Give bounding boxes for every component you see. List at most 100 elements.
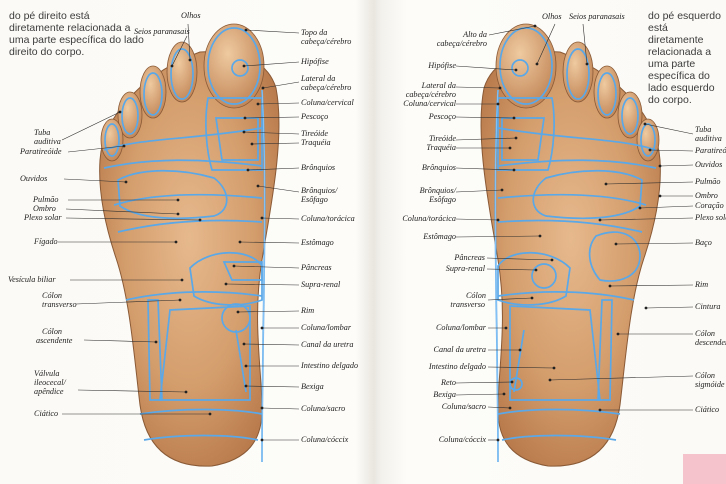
leader-dot xyxy=(535,269,538,272)
leader-dot xyxy=(659,195,662,198)
label-canal-uretra-right: Canal da uretra xyxy=(301,341,353,350)
label-bronquios-esofago-right-2: Esôfago xyxy=(301,196,328,205)
leader-dot xyxy=(261,327,264,330)
label-bexiga-left: Bexiga xyxy=(433,391,456,400)
leader-dot xyxy=(553,367,556,370)
leader-dot xyxy=(185,391,188,394)
label-pancreas-right: Pâncreas xyxy=(301,264,332,273)
label-reto-left: Reto xyxy=(441,379,456,388)
label-colon-sigmoide-left-2: sigmóide xyxy=(695,381,725,390)
leader-dot xyxy=(599,219,602,222)
leader-dot xyxy=(175,241,178,244)
leader-dot xyxy=(257,103,260,106)
label-coluna-coccix-left: Coluna/cóccix xyxy=(439,436,486,445)
label-supra-renal-left: Supra-renal xyxy=(446,265,485,274)
label-coluna-toracica-right: Coluna/torácica xyxy=(301,215,355,224)
leader-dot xyxy=(659,165,662,168)
label-coluna-cervical-left: Coluna/cervical xyxy=(403,100,456,109)
leader-dot xyxy=(539,235,542,238)
label-baco-left: Baço xyxy=(695,239,712,248)
label-olhos-right: Olhos xyxy=(181,12,201,21)
label-figado-right: Fígado xyxy=(34,238,58,247)
intro-text-right-foot: do pé direito está diretamente relaciona… xyxy=(9,10,144,58)
leader-dot xyxy=(177,199,180,202)
label-hipofise-right: Hipófise xyxy=(301,58,329,67)
label-paratireoide-right: Paratireóide xyxy=(20,148,62,157)
right-foot xyxy=(100,24,279,466)
leader-dot xyxy=(245,29,248,32)
label-coracao-left: Coração xyxy=(695,202,724,211)
label-coluna-sacro-left: Coluna/sacro xyxy=(442,403,486,412)
label-coluna-cervical-right: Coluna/cervical xyxy=(301,99,354,108)
label-ouvidos-right: Ouvidos xyxy=(20,175,47,184)
label-lateral-cabeca-right-2: cabeça/cérebro xyxy=(301,84,351,93)
label-vesicula-biliar-right: Vesícula biliar xyxy=(8,276,56,285)
label-canal-uretra-left: Canal da uretra xyxy=(434,346,486,355)
leader-dot xyxy=(497,439,500,442)
label-ciatico-left: Ciático xyxy=(695,406,719,415)
leader-dot xyxy=(503,393,506,396)
leader-dot xyxy=(609,285,612,288)
leader-dot xyxy=(155,341,158,344)
leader-dot xyxy=(515,69,518,72)
leader-dot xyxy=(499,87,502,90)
leader-dot xyxy=(125,181,128,184)
label-plexo-solar-left: Plexo solar xyxy=(695,214,726,223)
label-bexiga-right: Bexiga xyxy=(301,383,324,392)
leader-dot xyxy=(497,219,500,222)
leader-dot xyxy=(649,149,652,152)
leader-dot xyxy=(605,183,608,186)
leader-dot xyxy=(536,63,539,66)
leader-dot xyxy=(247,169,250,172)
leader-dot xyxy=(515,137,518,140)
leader-dot xyxy=(531,297,534,300)
leader-dot xyxy=(243,131,246,134)
label-coluna-lombar-left: Coluna/lombar xyxy=(436,324,486,333)
label-supra-renal-right: Supra-renal xyxy=(301,281,340,290)
label-alto-cabeca-left-2: cabeça/cérebro xyxy=(437,40,487,49)
leader-dot xyxy=(497,103,500,106)
leader-dot xyxy=(261,217,264,220)
label-traqueia-right: Traquéia xyxy=(301,139,331,148)
leader-dot xyxy=(511,381,514,384)
leader-dot xyxy=(225,283,228,286)
leader-dot xyxy=(233,265,236,268)
label-cintura-left: Cintura xyxy=(695,303,720,312)
leader-dot xyxy=(519,349,522,352)
leader-dot xyxy=(177,213,180,216)
label-hipofise-left: Hipófise xyxy=(428,62,456,71)
label-coluna-sacro-right: Coluna/sacro xyxy=(301,405,345,414)
label-tuba-auditiva-left-2: auditiva xyxy=(695,135,722,144)
leader-dot xyxy=(644,123,647,126)
leader-dot xyxy=(599,409,602,412)
leader-dot xyxy=(257,185,260,188)
label-traqueia-left: Traquéia xyxy=(426,144,456,153)
label-coluna-toracica-left: Coluna/torácica xyxy=(402,215,456,224)
leader-dot xyxy=(243,65,246,68)
label-pescoco-left: Pescoço xyxy=(429,113,456,122)
leader-dot xyxy=(243,343,246,346)
label-plexo-solar-right: Plexo solar xyxy=(24,214,62,223)
leader-dot xyxy=(551,259,554,262)
leader-dot xyxy=(245,385,248,388)
left-foot xyxy=(481,24,660,466)
leader-dot xyxy=(189,59,192,62)
leader-dot xyxy=(181,279,184,282)
label-pancreas-left: Pâncreas xyxy=(454,254,485,263)
label-seios-paranasais-left: Seios paranasais xyxy=(569,13,625,22)
leader-dot xyxy=(549,379,552,382)
leader-dot xyxy=(119,111,122,114)
label-ouvidos-left: Ouvidos xyxy=(695,161,722,170)
label-ciatico-right: Ciático xyxy=(34,410,58,419)
leader-dot xyxy=(509,147,512,150)
leader-dot xyxy=(586,63,589,66)
label-colon-ascendente-right-2: ascendente xyxy=(36,337,72,346)
leader-dot xyxy=(123,145,126,148)
leader-dot xyxy=(262,87,265,90)
label-bronquios-right: Brônquios xyxy=(301,164,335,173)
label-seios-paranasais-right: Seios paranasais xyxy=(134,28,190,37)
leader-dot xyxy=(534,25,537,28)
leader-dot xyxy=(244,117,247,120)
label-tuba-auditiva-right-2: auditiva xyxy=(34,138,61,147)
